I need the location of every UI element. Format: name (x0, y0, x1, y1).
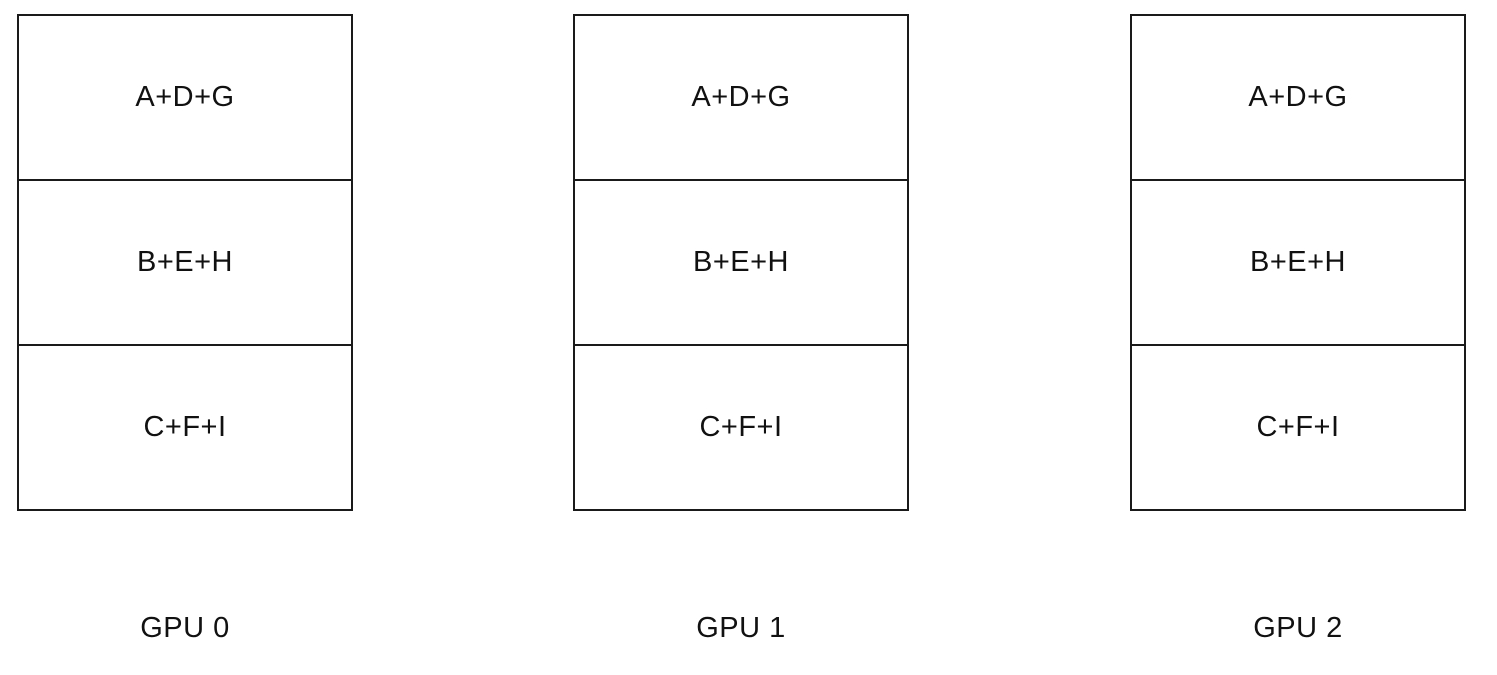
gpu-0-label: GPU 0 (140, 612, 230, 644)
gpu-1-label: GPU 1 (696, 612, 786, 644)
gpu-1-cell-1: A+D+G (575, 16, 907, 181)
gpu-2-label: GPU 2 (1253, 612, 1343, 644)
gpu-2-memory-stack: A+D+G B+E+H C+F+I (1130, 14, 1466, 511)
gpu-0-cell-3: C+F+I (143, 411, 227, 443)
gpu-column-2: A+D+G B+E+H C+F+I GPU 2 (1130, 0, 1466, 675)
gpu-2-cell-1: A+D+G (1132, 16, 1464, 181)
gpu-1-memory-stack: A+D+G B+E+H C+F+I (573, 14, 909, 511)
gpu-0-memory-stack: A+D+G B+E+H C+F+I (17, 14, 353, 511)
gpu-2-cell-3: C+F+I (1256, 411, 1340, 443)
gpu-column-0: A+D+G B+E+H C+F+I GPU 0 (17, 0, 353, 675)
gpu-0-cell-2: B+E+H (19, 181, 351, 346)
gpu-2-cell-2: B+E+H (1132, 181, 1464, 346)
gpu-1-cell-2: B+E+H (575, 181, 907, 346)
gpu-0-cell-1: A+D+G (19, 16, 351, 181)
gpu-column-1: A+D+G B+E+H C+F+I GPU 1 (573, 0, 909, 675)
gpu-1-cell-3: C+F+I (699, 411, 783, 443)
